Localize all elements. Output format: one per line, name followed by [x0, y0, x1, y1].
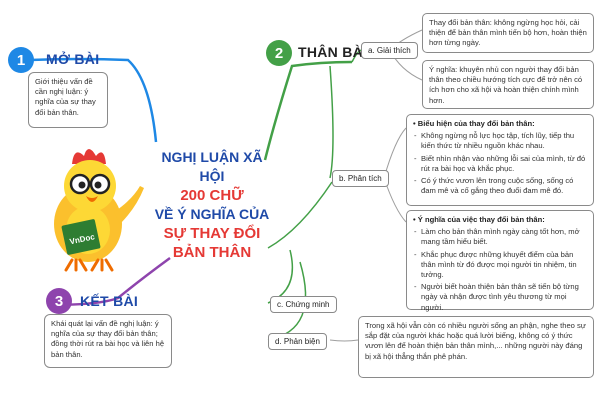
section-2-number: 2 [266, 40, 292, 66]
center-title-line-5: BẢN THÂN [172, 244, 252, 261]
label-c-chung-minh: c. Chứng minh [270, 296, 337, 313]
giai-thich-meaning: Ý nghĩa: khuyên nhủ con người thay đổi b… [422, 60, 594, 109]
section-1-title: MỞ BÀI [46, 51, 100, 67]
center-title-line-4: SỰ THAY ĐỔI [163, 225, 261, 242]
mo-bai-content: Giới thiệu vấn đề cần nghị luận: ý nghĩa… [28, 72, 108, 128]
ket-bai-content: Khái quát lại vấn đề nghị luận: ý nghĩa … [44, 314, 172, 368]
bieu-hien-item: Không ngừng nỗ lực học tập, tích lũy, ti… [413, 131, 587, 151]
label-d-phan-bien: d. Phản biện [268, 333, 327, 350]
bieu-hien-item: Có ý thức vươn lên trong cuộc sống, sống… [413, 176, 587, 196]
phan-tich-bieu-hien-box: Biểu hiện của thay đổi bản thân: Không n… [406, 114, 594, 206]
center-title-line-2: 200 CHỮ [180, 187, 244, 204]
section-2-title: THÂN BÀI [298, 44, 368, 60]
giai-thich-definition: Thay đổi bản thân: không ngừng học hỏi, … [422, 13, 594, 53]
center-title: NGHỊ LUẬN XÃ HỘI 200 CHỮ VỀ Ý NGHĨA CỦA … [150, 148, 274, 262]
bieu-hien-title: Biểu hiện của thay đổi bản thân: [413, 119, 587, 129]
phan-tich-y-nghia-box: Ý nghĩa của việc thay đổi bản thân: Làm … [406, 210, 594, 313]
section-3-number: 3 [46, 288, 72, 314]
center-title-line-3: VỀ Ý NGHĨA CỦA [154, 206, 270, 222]
y-nghia-item: Khắc phục được những khuyết điểm của bản… [413, 250, 587, 281]
label-b-phan-tich: b. Phân tích [332, 170, 389, 187]
label-a-giai-thich: a. Giải thích [361, 42, 418, 59]
center-title-line-1: NGHỊ LUẬN XÃ HỘI [161, 149, 263, 184]
y-nghia-item: Người biết hoàn thiện bản thân sẽ tiến b… [413, 282, 587, 313]
chick-mascot-icon: VnDoc [54, 149, 144, 272]
y-nghia-item: Làm cho bản thân mình ngày càng tốt hơn,… [413, 227, 587, 247]
section-3-title: KẾT BÀI [80, 293, 139, 309]
y-nghia-title: Ý nghĩa của việc thay đổi bản thân: [413, 215, 587, 225]
phan-bien-content: Trong xã hội vẫn còn có nhiều người sống… [358, 316, 594, 378]
bieu-hien-item: Biết nhìn nhận vào những lỗi sai của mìn… [413, 154, 587, 174]
section-1-number: 1 [8, 47, 34, 73]
